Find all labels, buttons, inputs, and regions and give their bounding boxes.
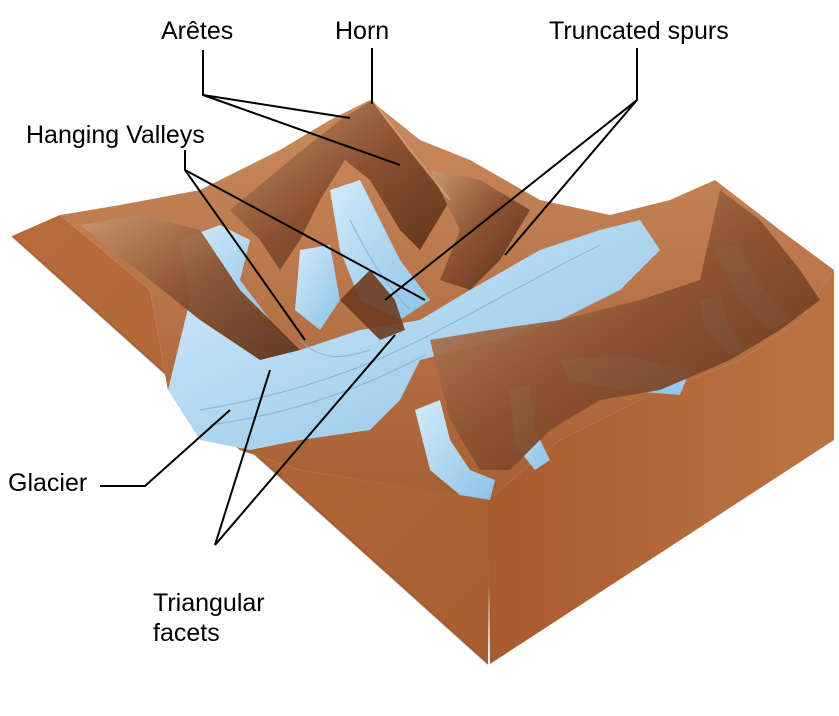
- triangular-facets-label: Triangular facets: [153, 588, 265, 648]
- truncated-spurs-label: Truncated spurs: [549, 16, 729, 46]
- aretes-label: Arêtes: [161, 16, 233, 46]
- triangular-facets-line1: Triangular: [153, 588, 265, 618]
- horn-label: Horn: [335, 16, 389, 46]
- triangular-facets-line2: facets: [153, 618, 265, 648]
- glacier-label: Glacier: [8, 468, 87, 498]
- hanging-valleys-label: Hanging Valleys: [26, 120, 205, 150]
